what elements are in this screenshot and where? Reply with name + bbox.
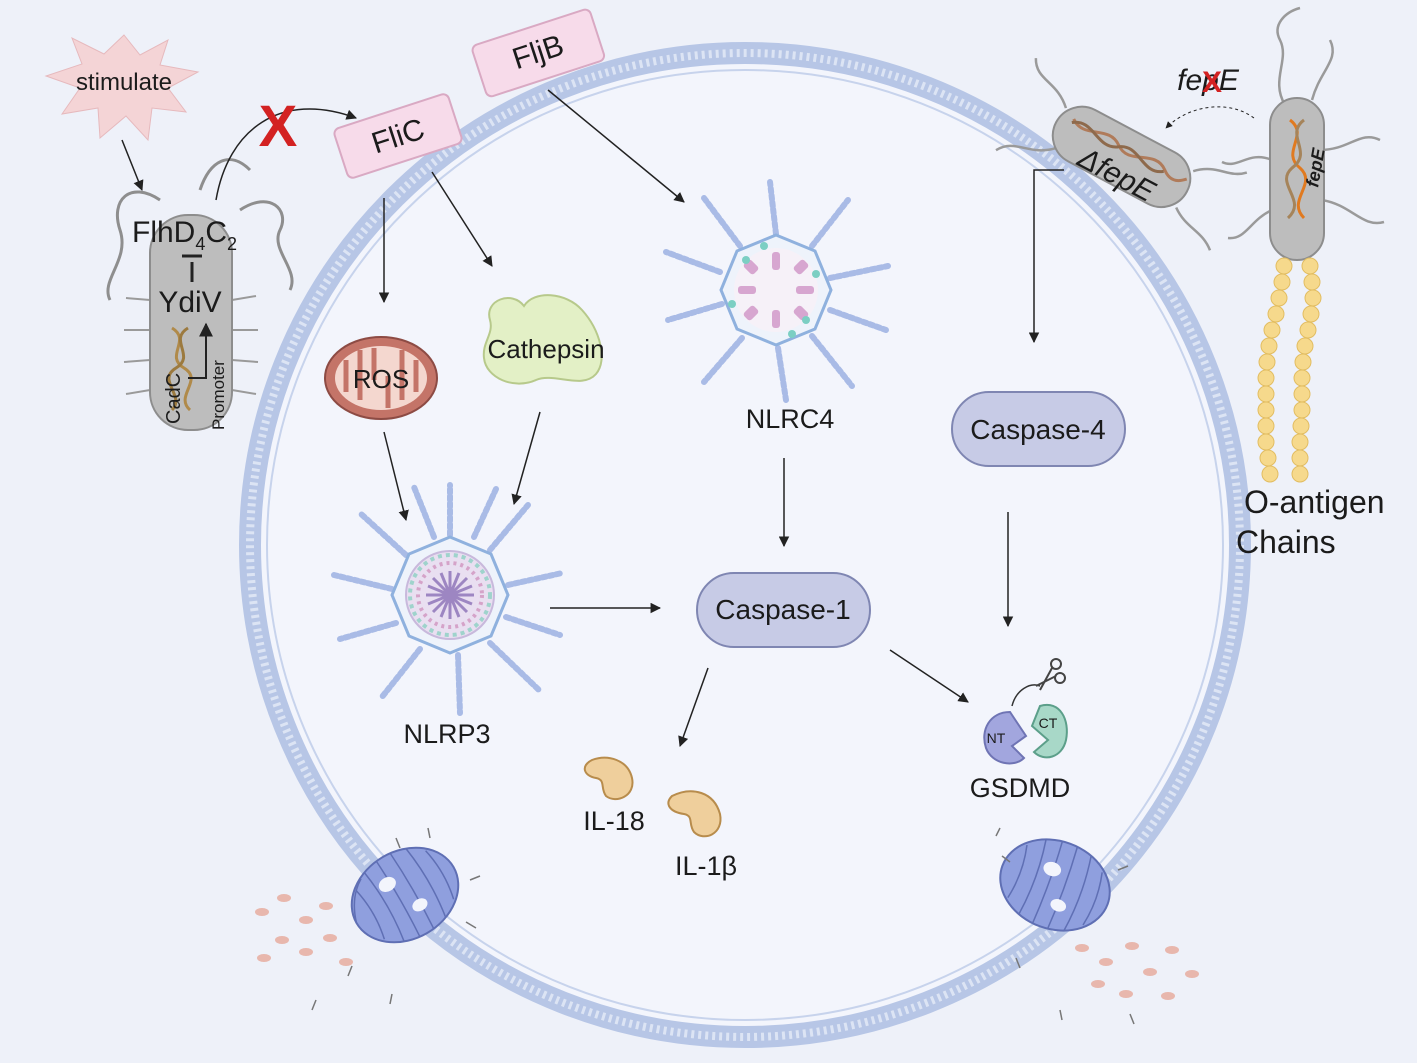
gsdmd-label: GSDMD	[970, 773, 1071, 803]
ros-label: ROS	[353, 364, 409, 394]
salmonella-left	[106, 158, 294, 431]
gsdmd-pore-right	[999, 838, 1111, 932]
fljb-box: FljB	[471, 8, 606, 98]
inhibition-x-left: X	[259, 94, 298, 159]
arrow-ros-nlrp3	[383, 431, 409, 522]
flic-box: FliC	[333, 93, 463, 179]
host-cell	[239, 42, 1251, 1048]
nlrp3-inflammasome	[331, 482, 565, 716]
il1b-protein	[667, 790, 722, 838]
flagella-left	[106, 158, 294, 301]
gsdmd-protein: NT CT	[983, 684, 1068, 765]
inhibition-x-fepe: X	[1202, 66, 1222, 99]
nlrc4-inflammasome	[663, 179, 891, 403]
o-antigen-label-line2: Chains	[1236, 524, 1336, 560]
arrow-mutant-caspase4	[1028, 169, 1064, 344]
il1b-label: IL-1β	[675, 851, 737, 881]
released-small-molecules	[311, 827, 1135, 1025]
arrow-fljb-nlrc4	[547, 89, 685, 203]
flic-secretion-arrow	[215, 108, 357, 201]
scissors-icon	[1035, 658, 1066, 691]
flhd4c2-label: FlhD4C2	[132, 216, 237, 254]
o-antigen-chains	[1257, 257, 1322, 483]
promoter-label: Promoter	[209, 360, 228, 430]
gsdmd-pore-left	[350, 846, 460, 944]
caspase1-pill: Caspase-1	[696, 572, 871, 648]
cathepsin-blob: Cathepsin	[482, 294, 605, 385]
il18-protein	[583, 756, 634, 801]
stimulate-arrow	[121, 139, 144, 191]
fepe-deleted-label: fepE	[1177, 64, 1240, 97]
o-antigen-label-line1: O-antigen	[1244, 484, 1385, 520]
gsdmd-nt-label: NT	[987, 730, 1006, 746]
caspase1-label: Caspase-1	[715, 594, 850, 625]
promoter-arrow	[188, 322, 213, 379]
cathepsin-label: Cathepsin	[487, 334, 604, 364]
caspase4-pill: Caspase-4	[951, 391, 1126, 467]
arrow-flic-cathepsin	[431, 171, 493, 267]
arrow-cathepsin-nlrp3	[511, 411, 541, 506]
stimulate-star: stimulate	[44, 34, 200, 142]
cadc-label: CadC	[163, 373, 185, 424]
gsdmd-ct-label: CT	[1039, 715, 1058, 731]
salmonella-wildtype: fepE	[1221, 6, 1385, 261]
deletion-arrow	[1165, 106, 1255, 129]
ros-mitochondrion: ROS	[324, 336, 438, 420]
ydiv-label: YdiV	[158, 286, 221, 319]
il18-label: IL-18	[583, 806, 645, 836]
nlrp3-label: NLRP3	[403, 719, 490, 749]
stimulate-label: stimulate	[76, 69, 172, 96]
nlrc4-label: NLRC4	[746, 404, 835, 434]
arrow-caspase1-cytokines	[678, 667, 709, 747]
released-particles-left	[255, 894, 353, 966]
caspase4-label: Caspase-4	[970, 414, 1105, 445]
arrow-caspase1-gsdmd	[889, 649, 969, 703]
released-particles-right	[1075, 942, 1199, 1000]
salmonella-mutant	[995, 58, 1248, 251]
